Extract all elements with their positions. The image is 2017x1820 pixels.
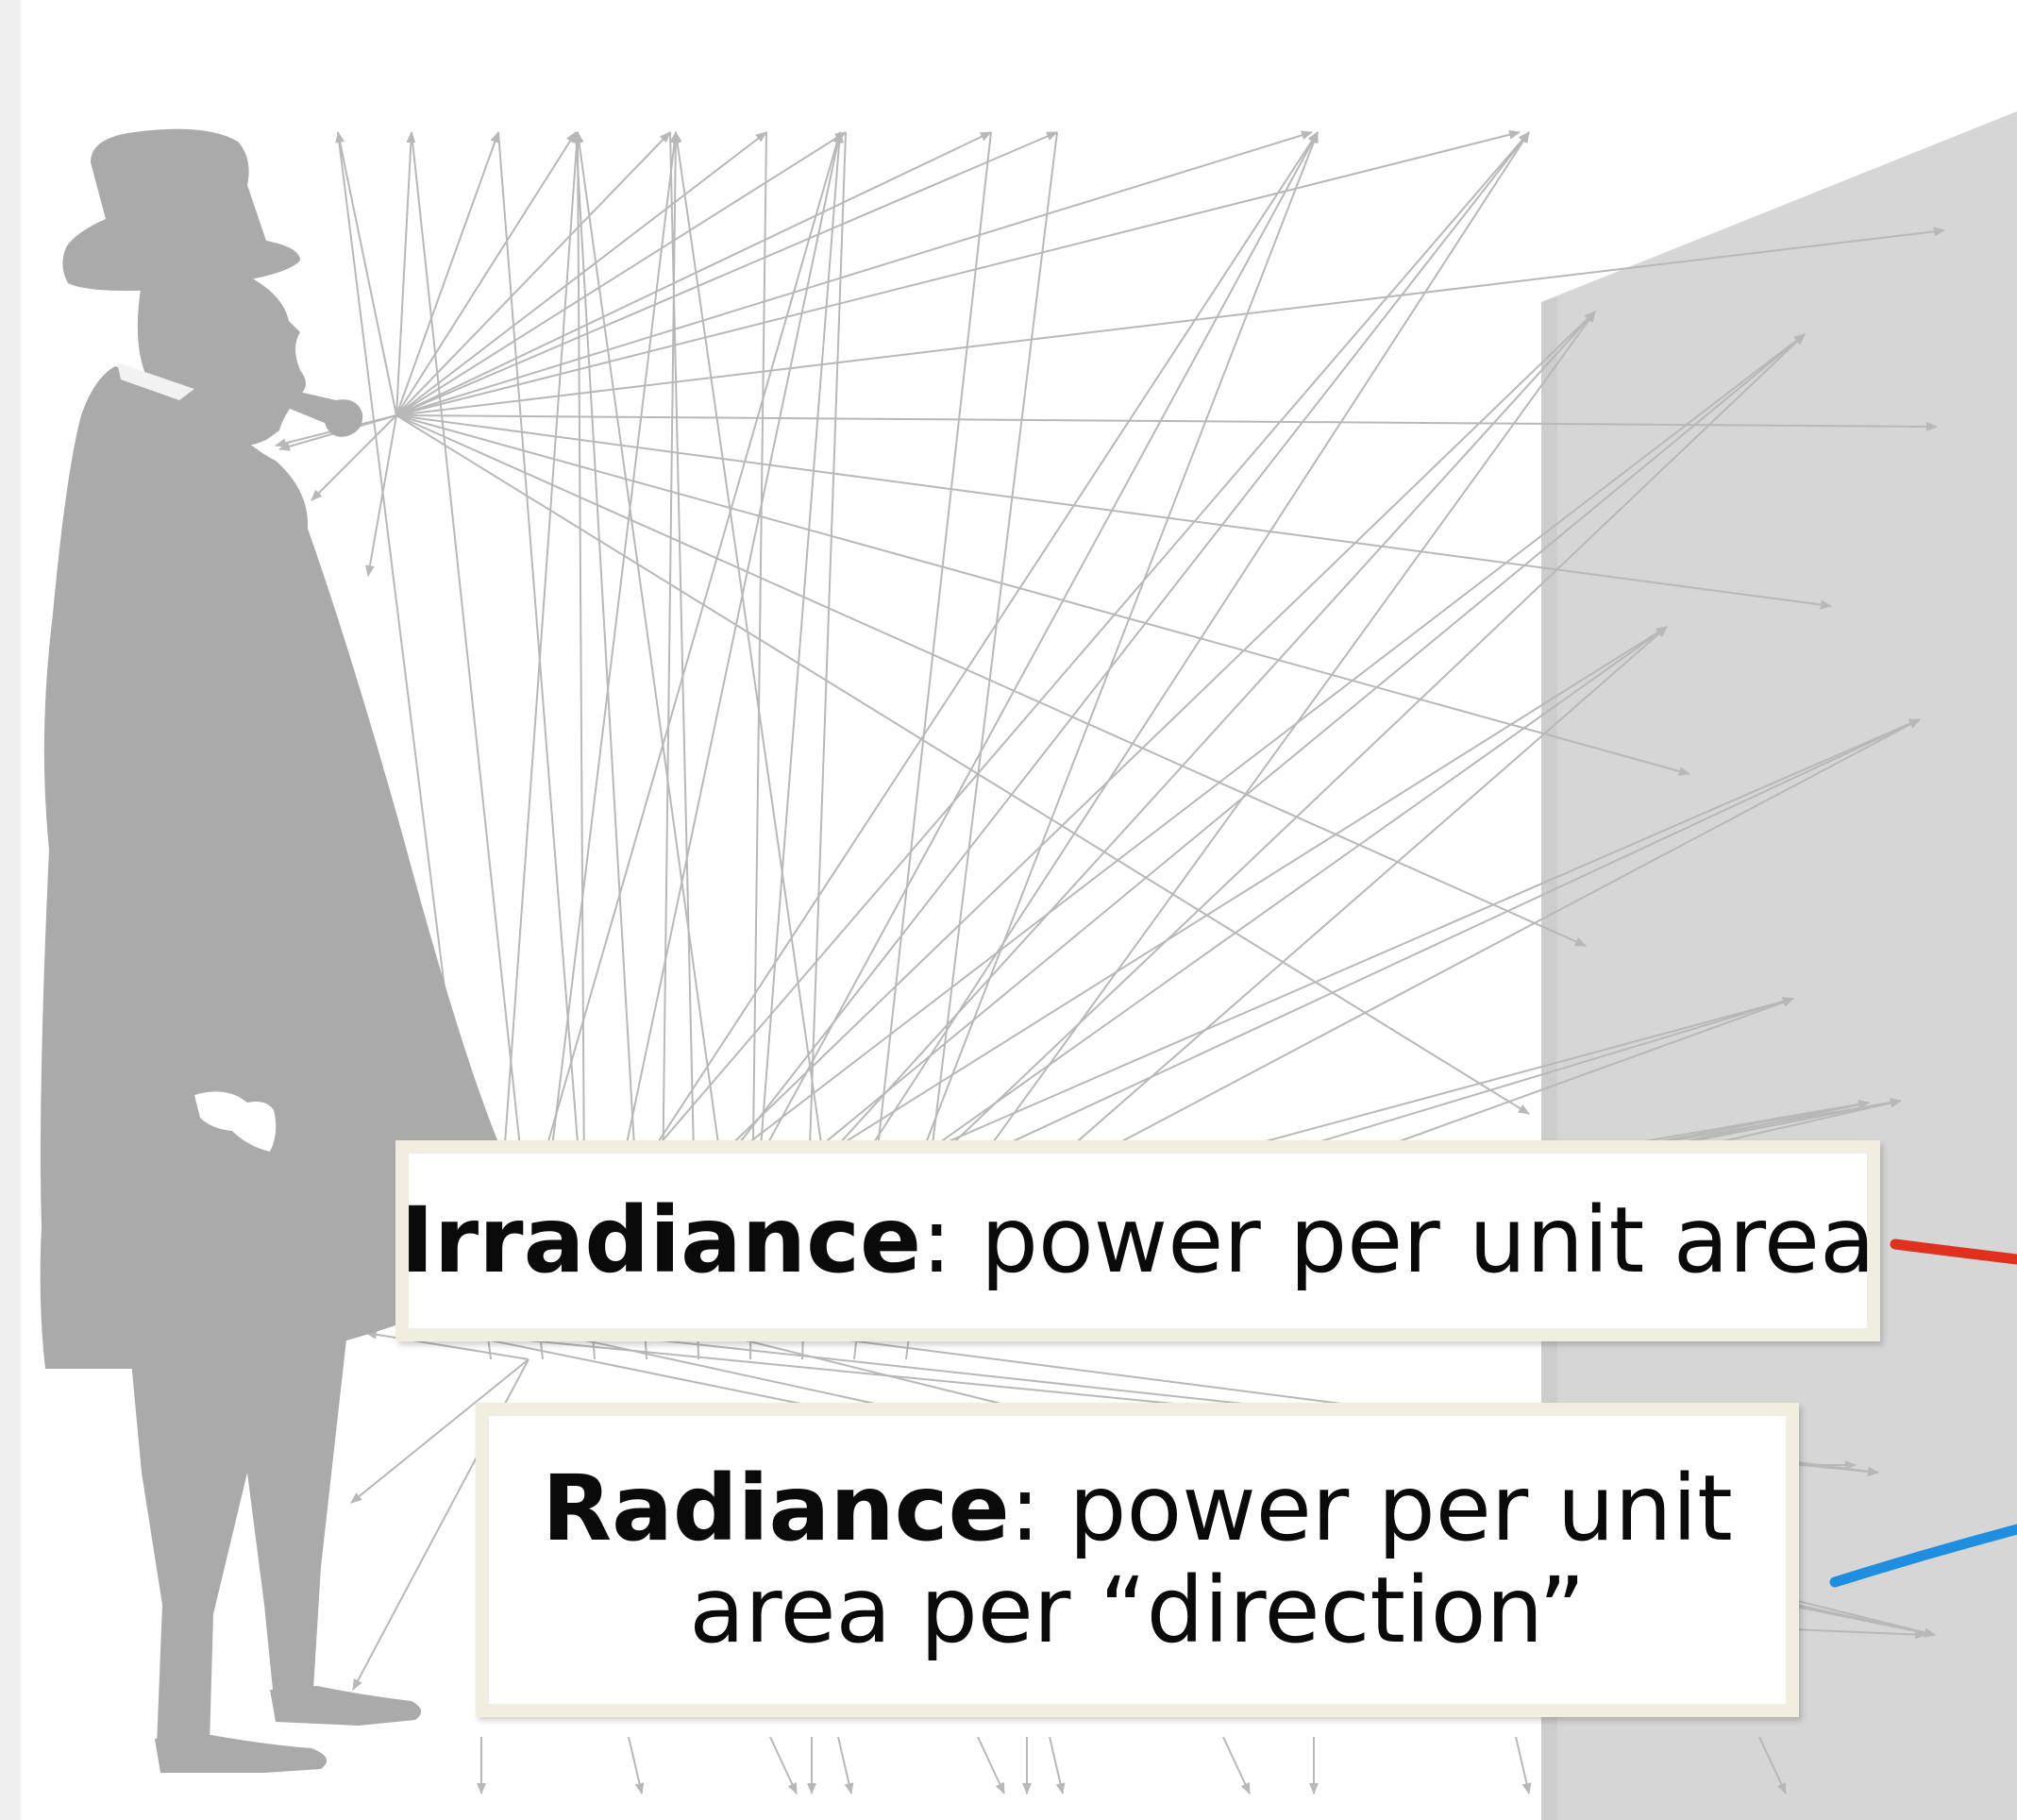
light-ray [490,131,842,1341]
light-ray [977,1736,1005,1795]
light-ray [745,131,845,1341]
light-ray [395,414,1530,1115]
irradiance-definition: : power per unit area [921,1187,1875,1293]
light-ray [837,1736,854,1795]
top-hat-icon [62,128,300,291]
irradiance-marker-stroke [1890,1239,2017,1265]
wall-surface [1541,111,2017,1820]
light-ray [628,1736,645,1795]
light-ray [395,131,416,416]
right-shoe [155,1735,328,1773]
irradiance-label-inner: Irradiance: power per unit area [400,1154,1875,1328]
radiance-label-card: Radiance: power per unit area per “direc… [476,1403,1799,1717]
left-shoe [270,1686,422,1726]
light-ray [395,130,1313,416]
radiance-term: Radiance [542,1455,1010,1561]
light-ray [395,131,499,416]
light-ray [395,131,847,416]
light-ray [660,131,681,1341]
light-ray [395,227,1945,416]
light-ray [584,131,843,1341]
hand [194,1091,277,1152]
light-ray [350,1358,529,1504]
radiance-text-line-2: area per “direction” [689,1557,1586,1663]
overcoat [40,366,512,1369]
light-ray [395,129,1521,416]
light-ray [395,131,992,416]
light-ray [395,131,671,416]
light-ray [395,414,1832,610]
light-ray [528,131,680,1341]
page-edge-shade [0,0,21,1820]
light-ray [365,1329,529,1360]
irradiance-term: Irradiance [400,1187,922,1293]
irradiance-label-card: Irradiance: power per unit area [395,1140,1880,1341]
light-ray [672,131,850,1341]
radiance-marker-stroke [1829,1524,2017,1588]
light-ray [395,414,1587,947]
collar [117,362,194,400]
light-ray [574,131,747,1341]
light-ray [1792,1628,1926,1640]
light-ray [490,131,582,1341]
light-ray [335,131,397,416]
light-ray [395,414,1690,776]
light-ray [584,131,1530,1341]
trousers [128,1331,347,1746]
light-ray [573,131,586,1341]
light-ray [395,131,1058,416]
light-ray [745,131,1530,1341]
light-ray [395,414,1938,431]
radiance-label-inner: Radiance: power per unit area per “direc… [489,1416,1786,1704]
light-ray [660,131,1319,1341]
light-ray [1222,1736,1251,1795]
pipe-icon [283,389,363,437]
light-ray [1515,1736,1532,1795]
light-ray [849,131,1319,1341]
man-with-top-hat-and-pipe-silhouette [40,128,512,1773]
radiance-text-line-1: Radiance: power per unit [542,1458,1733,1560]
irradiance-text: Irradiance: power per unit area [400,1187,1875,1293]
light-ray [395,131,767,416]
light-ray [769,1736,798,1795]
light-ray [1049,1736,1066,1795]
light-ray [1758,1736,1787,1795]
radiance-definition-line-1: : power per unit [1009,1455,1733,1561]
light-ray [395,131,577,416]
light-ray [311,414,397,501]
